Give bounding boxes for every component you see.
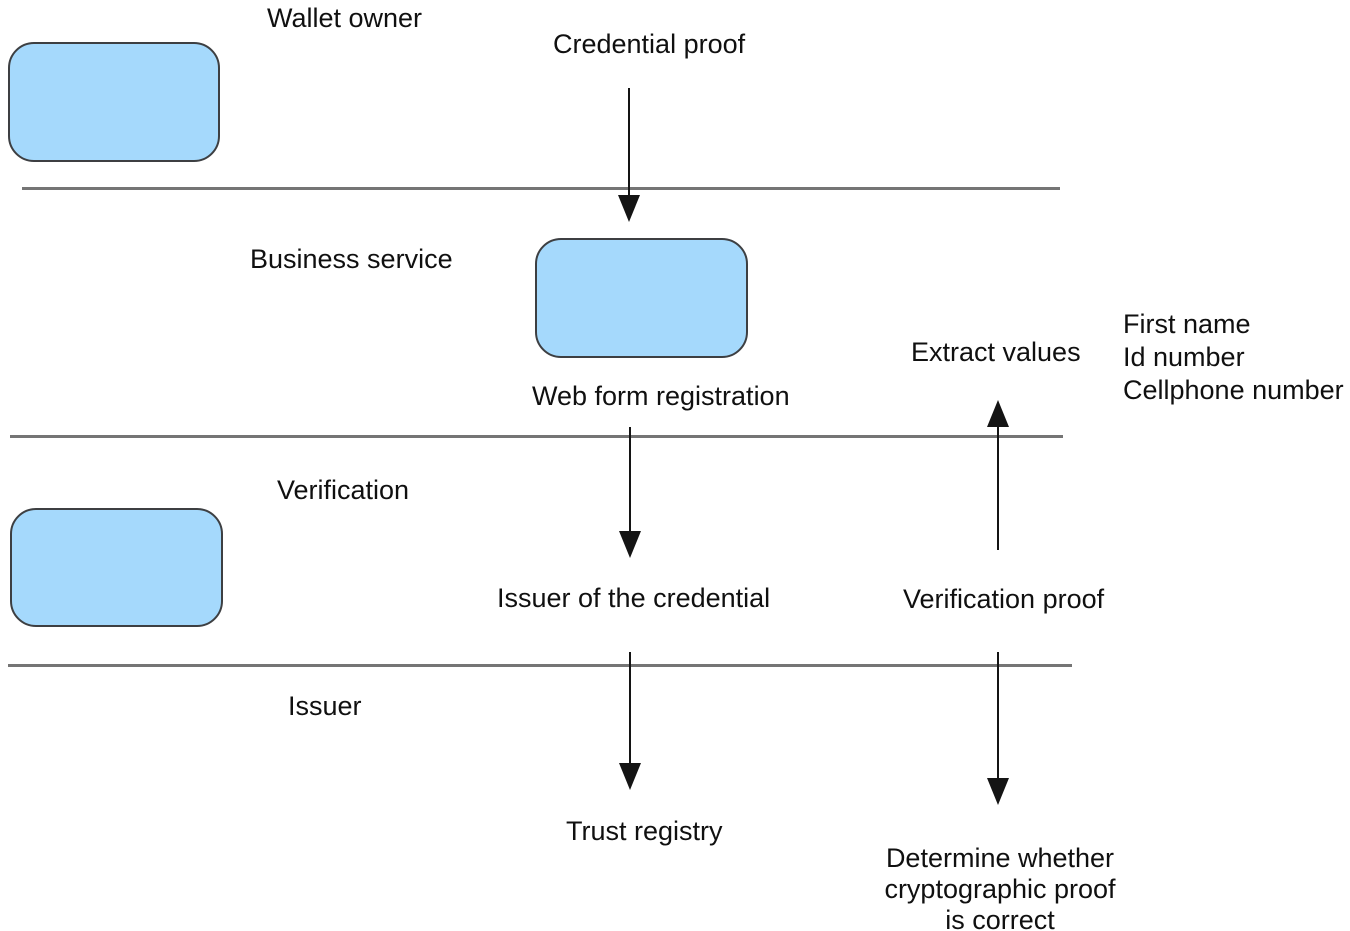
lane-label-wallet-owner: Wallet owner — [267, 3, 423, 33]
web-form-registration-label: Web form registration — [532, 381, 790, 411]
determine-line-2: cryptographic proof — [884, 874, 1116, 904]
lane-label-verification: Verification — [277, 475, 410, 505]
lane-label-business-service: Business service — [250, 244, 453, 274]
extracted-value-cellphone-number: Cellphone number — [1123, 375, 1344, 405]
wallet-owner-node — [8, 42, 220, 162]
lane-divider-2 — [10, 435, 1063, 438]
down-arrowhead-icon — [618, 195, 640, 222]
verification-proof-arrow-line — [997, 426, 999, 550]
down-arrowhead-icon — [619, 763, 641, 790]
lane-divider-1 — [22, 187, 1060, 190]
trust-registry-label: Trust registry — [566, 816, 723, 846]
determine-cryptographic-proof-label: Determine whether cryptographic proof is… — [855, 843, 1145, 931]
extracted-value-first-name: First name — [1123, 309, 1251, 339]
issuer-of-credential-label: Issuer of the credential — [497, 583, 771, 613]
lane-divider-3 — [8, 664, 1072, 667]
determine-arrow-line — [997, 652, 999, 779]
down-arrowhead-icon — [619, 531, 641, 558]
down-arrowhead-icon — [987, 778, 1009, 805]
determine-line-1: Determine whether — [885, 843, 1115, 873]
extract-values-label: Extract values — [911, 337, 1081, 367]
lane-label-issuer: Issuer — [288, 691, 362, 721]
extracted-value-id-number: Id number — [1123, 342, 1245, 372]
verification-node — [10, 508, 223, 627]
verification-proof-label: Verification proof — [903, 584, 1105, 614]
up-arrowhead-icon — [987, 400, 1009, 427]
extracted-values-list: First name Id number Cellphone number — [1123, 308, 1344, 407]
credential-proof-arrow-line — [628, 88, 630, 196]
credential-proof-label: Credential proof — [553, 29, 746, 59]
registration-arrow-line — [629, 427, 631, 532]
determine-line-3: is correct — [945, 905, 1055, 931]
trust-registry-arrow-line — [629, 652, 631, 764]
business-service-node — [535, 238, 748, 358]
